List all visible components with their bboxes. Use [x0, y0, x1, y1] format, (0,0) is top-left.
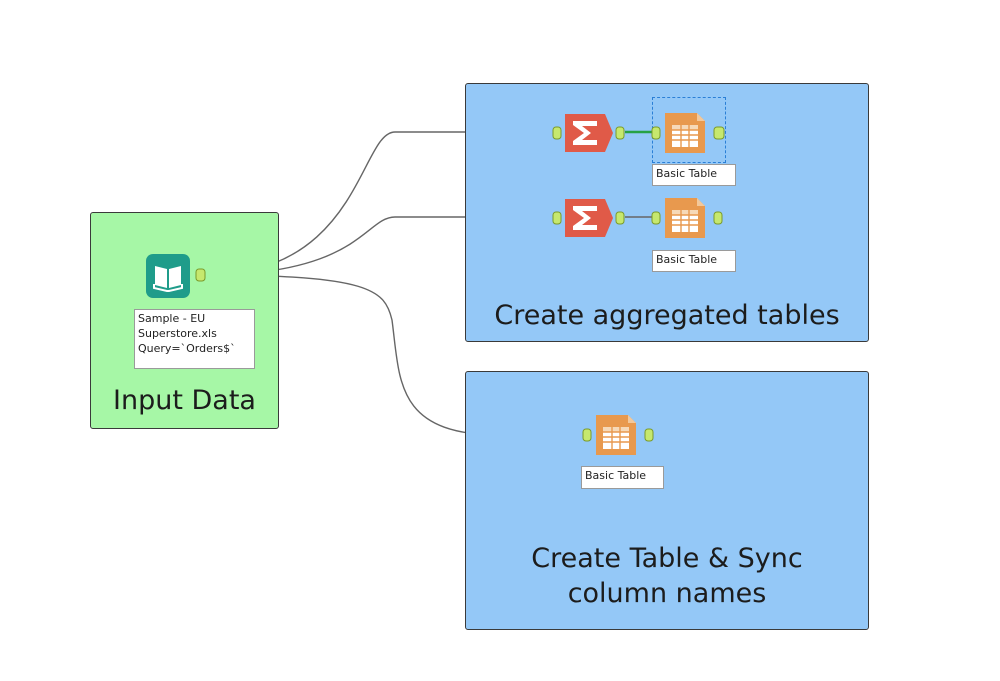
title-line-2: column names — [567, 578, 767, 610]
input-data-annotation: Sample - EU Superstore.xls Query=`Orders… — [134, 309, 255, 369]
basic-table-2-annotation: Basic Table — [652, 250, 736, 272]
sigma-icon — [552, 114, 625, 152]
table-icon — [651, 198, 723, 238]
summarize-tool-1[interactable] — [552, 111, 628, 155]
table-icon — [651, 113, 725, 153]
connection-input-to-basic-table-3[interactable] — [205, 274, 586, 436]
book-icon — [146, 254, 206, 298]
basic-table-tool-1[interactable] — [651, 111, 732, 155]
table-icon — [582, 415, 654, 455]
container-create-table-sync[interactable]: Create Table & Sync column names — [465, 371, 869, 630]
basic-table-tool-3[interactable] — [582, 413, 663, 457]
container-title: Create aggregated tables — [494, 300, 840, 331]
container-title: Create Table & Sync column names — [466, 541, 868, 611]
input-data-tool[interactable] — [146, 254, 208, 298]
sigma-icon — [552, 199, 625, 237]
basic-table-3-annotation: Basic Table — [581, 466, 664, 489]
summarize-tool-2[interactable] — [552, 196, 628, 240]
basic-table-tool-2[interactable] — [651, 196, 732, 240]
basic-table-1-annotation: Basic Table — [652, 164, 736, 186]
container-title: Input Data — [113, 385, 256, 416]
title-line-1: Create Table & Sync — [531, 543, 803, 574]
